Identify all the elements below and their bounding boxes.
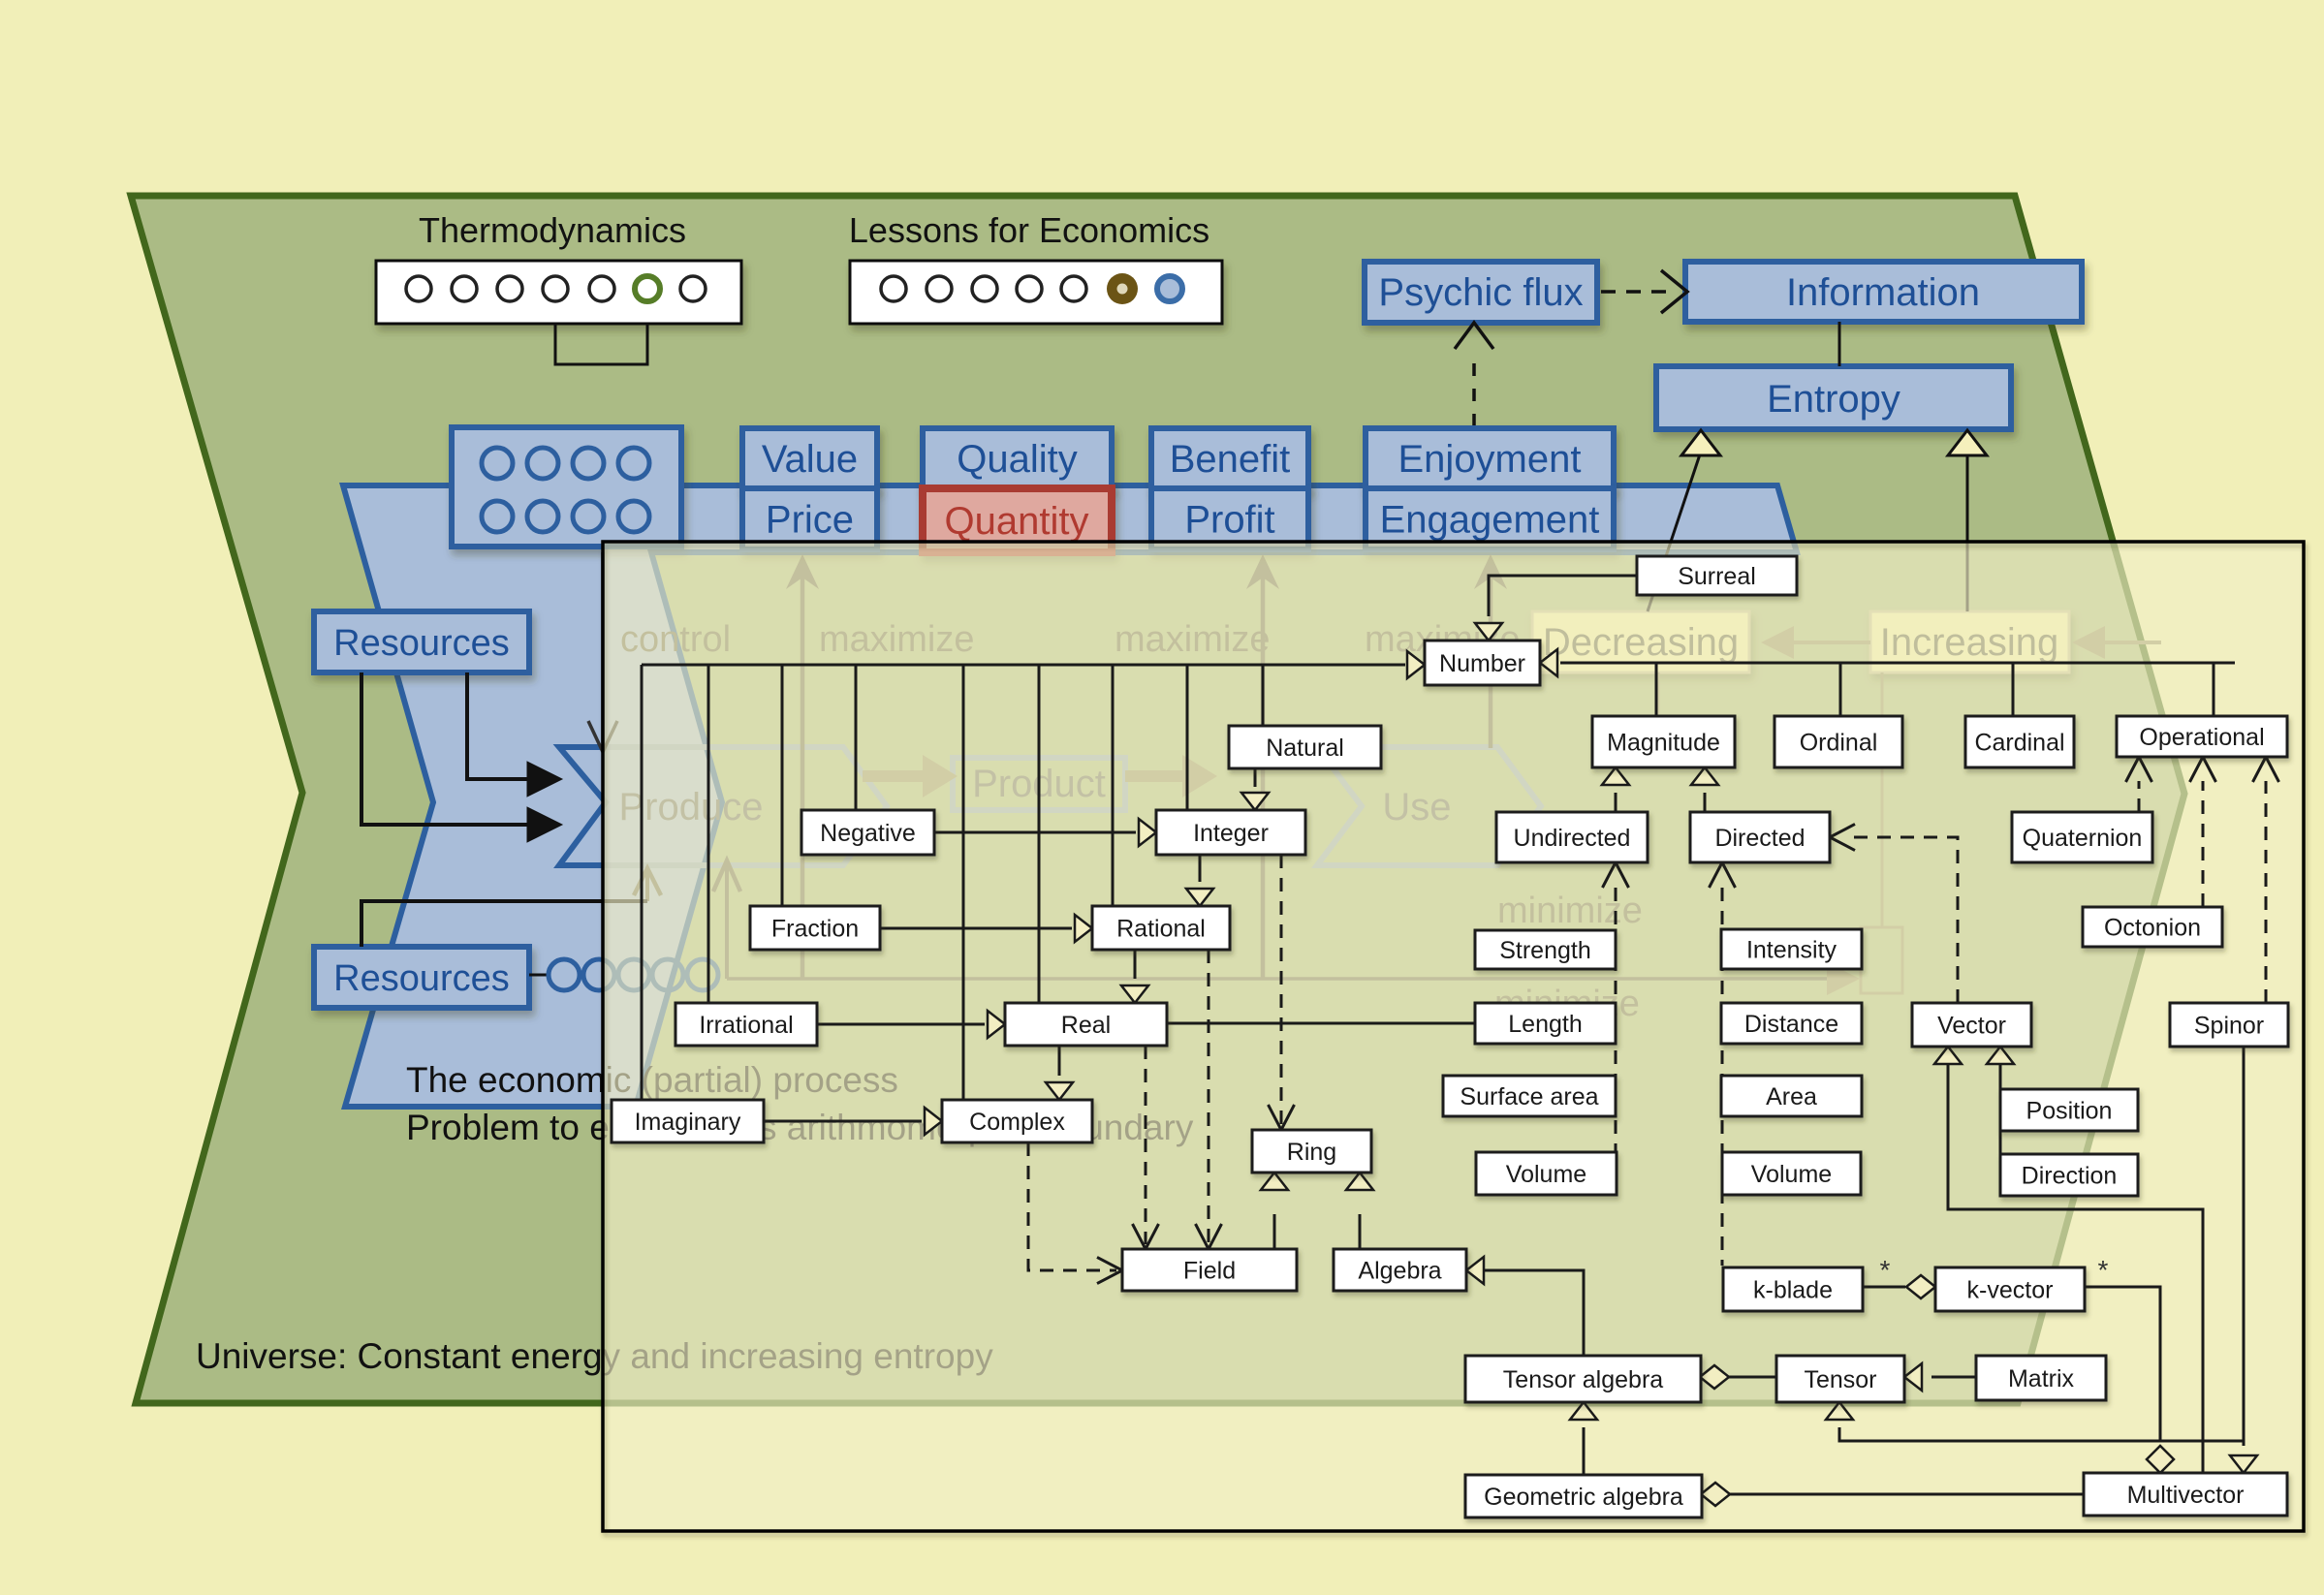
svg-text:Direction: Direction — [2022, 1163, 2118, 1190]
svg-text:Position: Position — [2026, 1098, 2113, 1125]
svg-text:Field: Field — [1183, 1258, 1236, 1285]
svg-text:Undirected: Undirected — [1514, 825, 1631, 852]
svg-text:Value: Value — [762, 438, 858, 481]
svg-text:*: * — [1880, 1255, 1891, 1285]
svg-text:Intensity: Intensity — [1746, 937, 1837, 964]
svg-text:Surface area: Surface area — [1460, 1083, 1598, 1110]
svg-text:Directed: Directed — [1714, 825, 1805, 852]
svg-text:Quality: Quality — [957, 438, 1078, 481]
svg-text:Multivector: Multivector — [2127, 1482, 2245, 1509]
svg-text:Vector: Vector — [1937, 1013, 2006, 1040]
svg-text:Price: Price — [766, 499, 854, 542]
svg-text:Complex: Complex — [969, 1109, 1065, 1136]
svg-text:Volume: Volume — [1751, 1161, 1832, 1188]
svg-text:Negative: Negative — [820, 820, 916, 847]
svg-text:Ordinal: Ordinal — [1800, 730, 1878, 757]
svg-text:Resources: Resources — [333, 958, 510, 999]
svg-text:Quaternion: Quaternion — [2023, 825, 2143, 852]
svg-text:Real: Real — [1061, 1012, 1111, 1039]
svg-text:Ring: Ring — [1287, 1139, 1336, 1166]
svg-text:Natural: Natural — [1266, 735, 1344, 762]
svg-text:Strength: Strength — [1499, 937, 1591, 964]
svg-text:Length: Length — [1508, 1011, 1582, 1038]
svg-text:Spinor: Spinor — [2194, 1013, 2264, 1040]
svg-text:Profit: Profit — [1184, 499, 1274, 542]
svg-text:Irrational: Irrational — [699, 1012, 793, 1039]
svg-text:Rational: Rational — [1116, 916, 1206, 943]
svg-text:*: * — [2098, 1255, 2109, 1285]
svg-text:Quantity: Quantity — [945, 500, 1089, 543]
svg-text:Thermodynamics: Thermodynamics — [419, 210, 686, 250]
svg-text:Algebra: Algebra — [1358, 1258, 1441, 1285]
svg-text:Geometric algebra: Geometric algebra — [1484, 1484, 1683, 1511]
svg-text:Imaginary: Imaginary — [635, 1109, 741, 1136]
svg-text:Benefit: Benefit — [1170, 438, 1291, 481]
svg-text:Integer: Integer — [1193, 820, 1269, 847]
svg-text:Information: Information — [1786, 271, 1980, 314]
svg-text:Resources: Resources — [333, 623, 510, 664]
svg-text:Volume: Volume — [1506, 1161, 1586, 1188]
svg-text:Magnitude: Magnitude — [1607, 730, 1720, 757]
svg-text:Number: Number — [1439, 650, 1525, 677]
svg-text:Cardinal: Cardinal — [1974, 730, 2064, 757]
svg-text:Tensor: Tensor — [1804, 1366, 1876, 1393]
svg-text:Enjoyment: Enjoyment — [1398, 438, 1582, 481]
svg-text:Tensor algebra: Tensor algebra — [1503, 1366, 1663, 1393]
svg-text:Surreal: Surreal — [1678, 563, 1756, 590]
svg-text:k-blade: k-blade — [1753, 1277, 1833, 1304]
svg-text:Engagement: Engagement — [1380, 499, 1600, 542]
svg-text:Psychic flux: Psychic flux — [1378, 271, 1583, 314]
svg-text:Matrix: Matrix — [2008, 1365, 2075, 1392]
svg-text:Entropy: Entropy — [1767, 378, 1900, 421]
svg-text:Distance: Distance — [1744, 1011, 1838, 1038]
svg-text:Operational: Operational — [2139, 724, 2264, 751]
svg-text:k-vector: k-vector — [1967, 1277, 2054, 1304]
svg-text:Lessons for Economics: Lessons for Economics — [849, 210, 1209, 250]
svg-text:Octonion: Octonion — [2104, 915, 2201, 942]
svg-text:Area: Area — [1766, 1083, 1817, 1110]
svg-text:Fraction: Fraction — [771, 916, 859, 943]
